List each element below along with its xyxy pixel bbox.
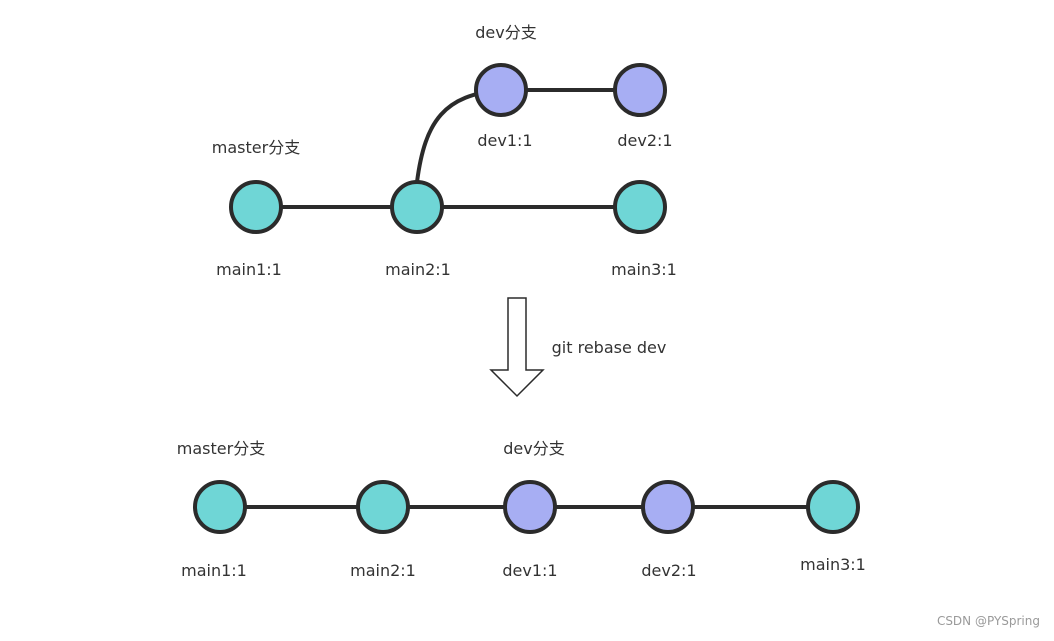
after-commit-label-dev1: dev1:1 — [502, 561, 558, 580]
commit-node-main2 — [390, 180, 444, 234]
rebase-arrow-icon — [489, 297, 545, 398]
before-commit-label-main1: main1:1 — [216, 260, 282, 279]
before-commit-label-main3: main3:1 — [611, 260, 677, 279]
before-master-branch-label: master分支 — [211, 138, 301, 157]
after-commit-label-dev2: dev2:1 — [641, 561, 697, 580]
commit-node-after-main2 — [356, 480, 410, 534]
before-dev-branch-label: dev分支 — [475, 23, 537, 42]
commit-node-dev2 — [613, 63, 667, 117]
commit-node-after-dev2 — [641, 480, 695, 534]
after-commit-label-main1: main1:1 — [181, 561, 247, 580]
after-dev-branch-label: dev分支 — [503, 439, 565, 458]
watermark: CSDN @PYSpring — [936, 614, 1040, 628]
before-commit-label-main2: main2:1 — [385, 260, 451, 279]
commit-node-after-dev1 — [503, 480, 557, 534]
before-edges — [256, 88, 640, 209]
commit-node-dev1 — [474, 63, 528, 117]
rebase-command-label: git rebase dev — [551, 338, 667, 357]
before-commit-label-dev1: dev1:1 — [477, 131, 533, 150]
commit-node-after-main1 — [193, 480, 247, 534]
after-commit-label-main3: main3:1 — [800, 555, 866, 574]
before-nodes — [229, 63, 667, 234]
after-nodes — [193, 480, 860, 534]
after-master-branch-label: master分支 — [176, 439, 266, 458]
after-commit-label-main2: main2:1 — [350, 561, 416, 580]
commit-node-main3 — [613, 180, 667, 234]
before-commit-label-dev2: dev2:1 — [617, 131, 673, 150]
commit-node-main1 — [229, 180, 283, 234]
commit-node-after-main3 — [806, 480, 860, 534]
